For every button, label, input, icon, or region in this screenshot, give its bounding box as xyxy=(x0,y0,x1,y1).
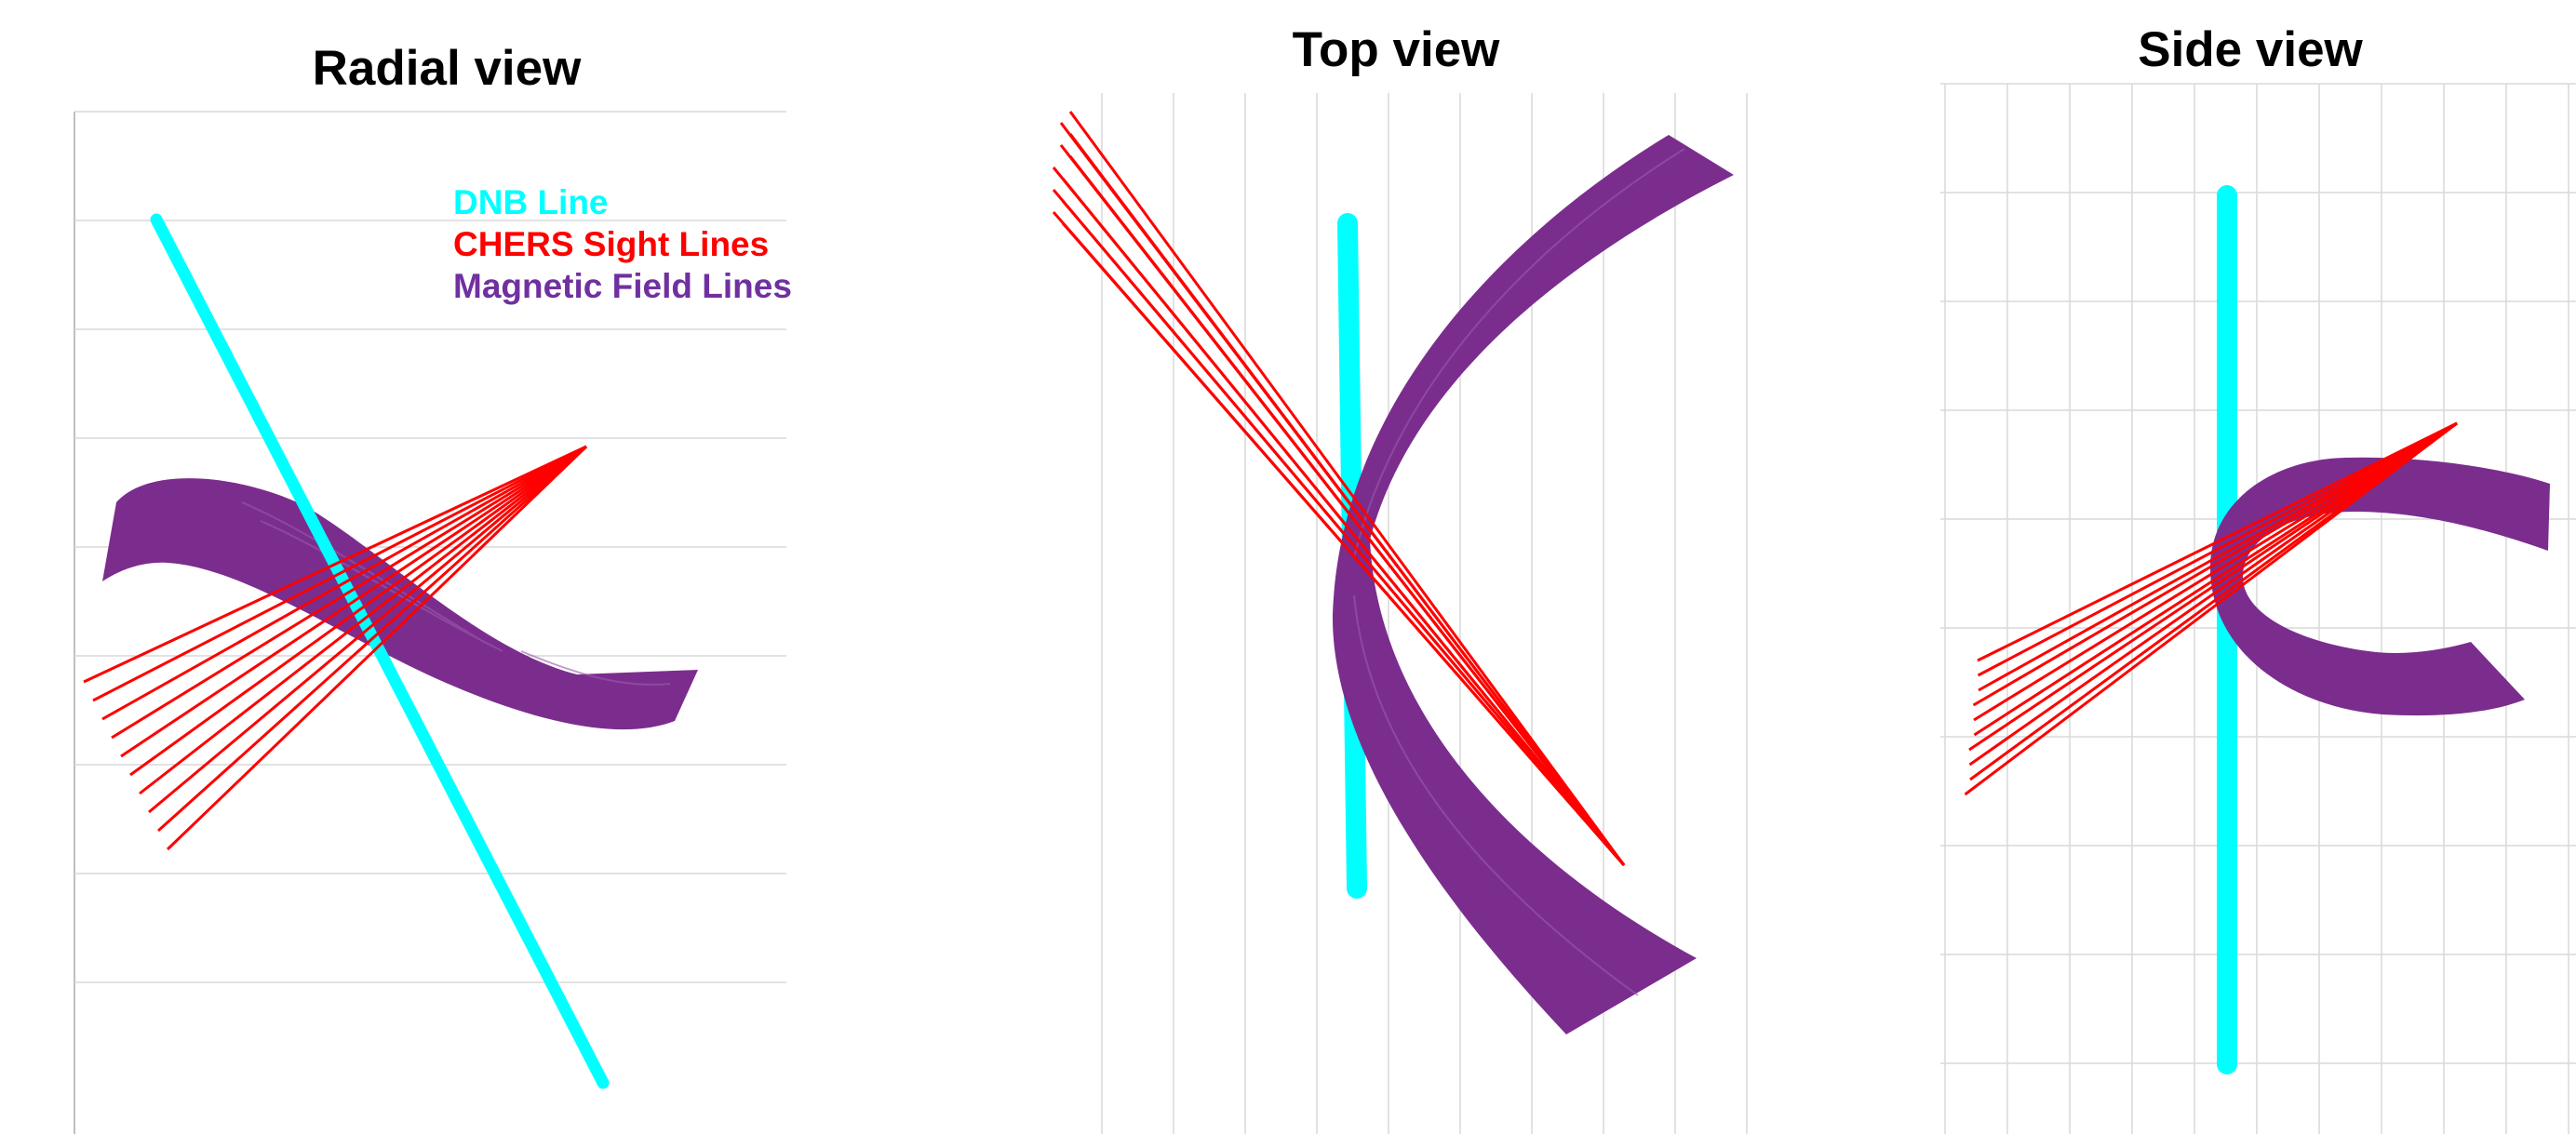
chers-sight-line xyxy=(166,445,588,851)
legend-magnetic-field-lines: Magnetic Field Lines xyxy=(453,267,792,305)
side-chers-sight-lines xyxy=(1964,421,2458,796)
legend-chers-sight-lines: CHERS Sight Lines xyxy=(453,225,769,263)
chers-sight-line xyxy=(1964,421,2458,796)
chers-sight-line xyxy=(1972,421,2458,707)
chers-sight-line xyxy=(1068,133,1626,866)
chers-sight-line xyxy=(1977,421,2458,677)
chers-sight-line xyxy=(156,445,588,833)
chers-sight-line xyxy=(148,445,587,814)
chers-sight-line xyxy=(139,445,587,795)
top-chers-sight-lines xyxy=(1052,111,1626,866)
chers-sight-line xyxy=(120,445,587,758)
legend-dnb-line: DNB Line xyxy=(453,183,609,221)
side-grid xyxy=(1940,83,2576,1134)
chers-sight-line xyxy=(1061,200,1626,866)
top-grid xyxy=(1101,93,1748,1134)
chers-sight-line xyxy=(1061,178,1626,866)
side-magnetic-field-ribbon xyxy=(2210,457,2550,716)
chers-sight-line xyxy=(129,445,587,777)
radial-chers-sight-lines xyxy=(83,445,588,851)
chers-sight-line xyxy=(1973,421,2458,737)
chers-sight-line xyxy=(83,445,587,684)
chers-sight-line xyxy=(1068,111,1626,866)
radial-dnb-line xyxy=(150,213,610,1089)
chers-sight-line xyxy=(1978,421,2458,692)
chers-sight-line xyxy=(1973,421,2458,722)
chers-sight-line xyxy=(101,445,587,721)
side-view-title: Side view xyxy=(2138,22,2363,77)
top-view-title: Top view xyxy=(1293,22,1501,77)
chers-sight-line xyxy=(1968,421,2458,767)
top-view-panel: Top view xyxy=(1052,22,1748,1134)
radial-view-title: Radial view xyxy=(313,41,582,96)
top-ribbon-texture xyxy=(1353,148,1685,996)
chers-sight-line xyxy=(1061,222,1626,866)
chers-sight-line xyxy=(111,445,587,740)
radial-view-panel: Radial view DNB Line CHERS Sight Lines M… xyxy=(74,41,792,1134)
chers-sight-line xyxy=(1068,155,1626,866)
chers-sight-line xyxy=(1968,421,2458,752)
chers-sight-line xyxy=(92,445,587,702)
chers-sight-line xyxy=(1969,421,2458,781)
top-magnetic-field-ribbon xyxy=(1332,135,1734,1034)
chers-sight-line xyxy=(1977,421,2458,662)
side-view-panel: Side view xyxy=(1940,22,2576,1134)
radial-legend: DNB Line CHERS Sight Lines Magnetic Fiel… xyxy=(453,183,792,305)
